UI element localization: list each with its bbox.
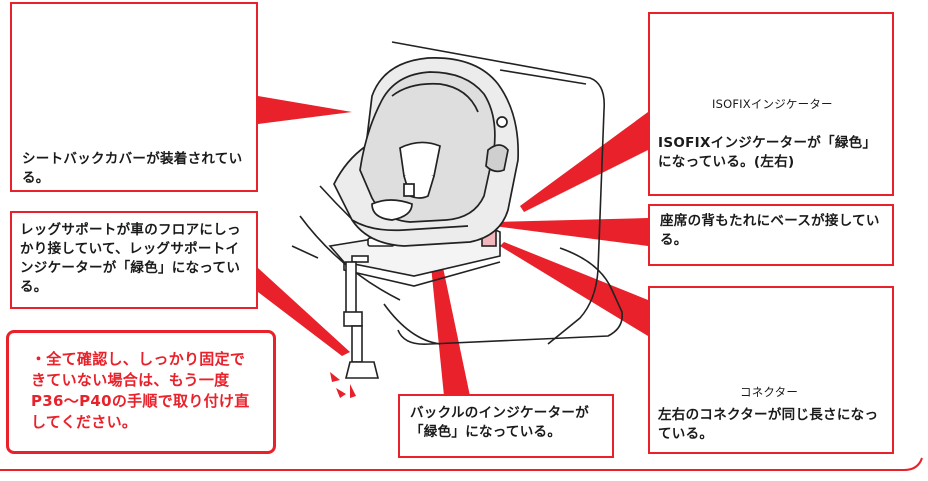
callout-connector: コネクター 左右のコネクターが同じ長さになっている。	[648, 286, 894, 454]
callout-base-contact-text: 座席の背もたれにベースが接している。	[660, 213, 880, 248]
recheck-note: ・全て確認し、しっかり固定できていない場合は、もう一度P36〜P40の手順で取り…	[6, 330, 276, 454]
isofix-indicator-label: ISOFIXインジケーター	[712, 97, 833, 111]
pointer-seat-back-cover	[258, 96, 352, 124]
callout-base-contact: 座席の背もたれにベースが接している。	[648, 204, 894, 266]
connector-label: コネクター	[740, 385, 799, 399]
callout-isofix-indicator: ISOFIXインジケーター ISOFIXインジケーターが「緑色」になっている。(…	[648, 12, 894, 196]
callout-isofix-indicator-text: ISOFIXインジケーターが「緑色」になっている。(左右)	[658, 135, 877, 170]
child-seat	[333, 57, 520, 247]
callout-leg-support: レッグサポートが車のフロアにしっかり接していて、レッグサポートインジケーターが「…	[10, 211, 258, 309]
callout-leg-support-text: レッグサポートが車のフロアにしっかり接していて、レッグサポートインジケーターが「…	[20, 222, 241, 295]
callout-seat-back-cover: シートバックカバーが装着されている。	[10, 2, 258, 192]
callout-connector-text: 左右のコネクターが同じ長さになっている。	[658, 407, 879, 442]
callout-buckle-indicator-text: バックルのインジケーターが「緑色」になっている。	[410, 405, 589, 440]
pointer-base-contact	[494, 218, 648, 246]
callout-pointers	[258, 96, 648, 396]
pointer-leg-support	[258, 268, 350, 356]
callout-seat-back-cover-text: シートバックカバーが装着されている。	[22, 151, 243, 186]
pointer-connector	[500, 242, 648, 336]
callout-buckle-indicator: バックルのインジケーターが「緑色」になっている。	[398, 394, 614, 458]
leg-support	[330, 261, 380, 398]
recheck-note-text: ・全て確認し、しっかり固定できていない場合は、もう一度P36〜P40の手順で取り…	[31, 350, 250, 431]
pointer-isofix	[520, 112, 648, 212]
bottom-rule	[0, 457, 923, 471]
